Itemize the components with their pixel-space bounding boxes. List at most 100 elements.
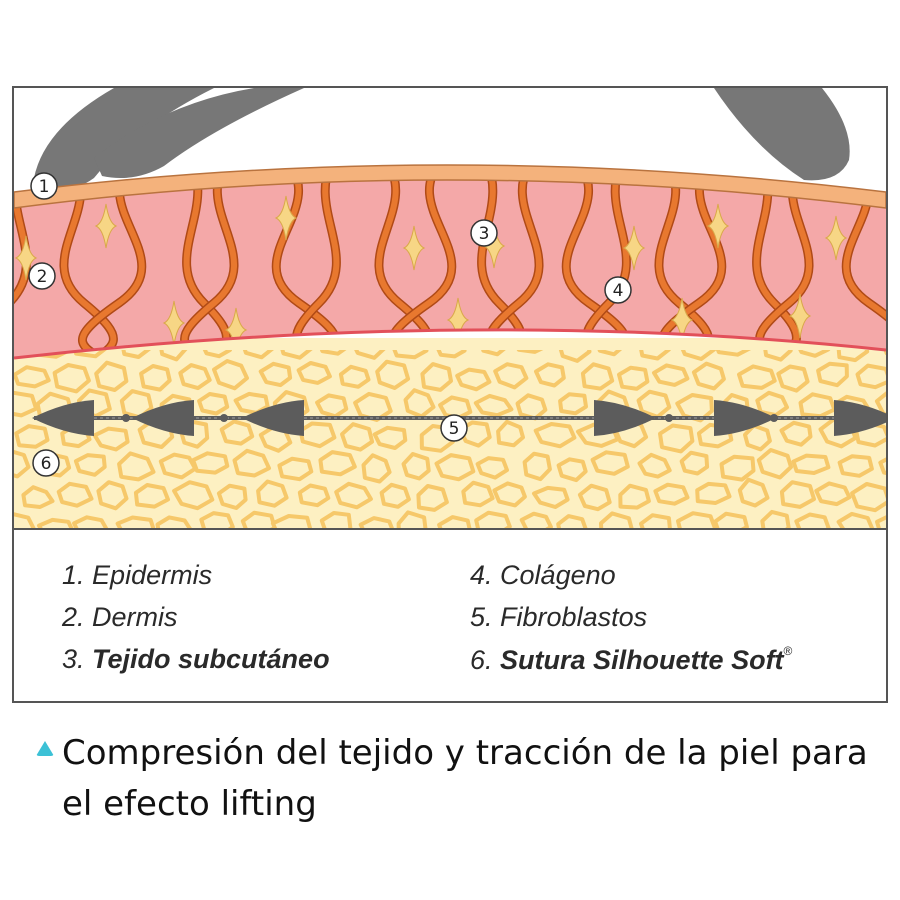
fat-cell	[318, 450, 357, 477]
fibroblast-cell	[824, 215, 848, 261]
callout-circle	[470, 219, 498, 247]
suture-knot	[770, 414, 778, 422]
subcutaneous-layer	[14, 338, 886, 528]
fat-cell	[212, 359, 249, 391]
fat-cell	[358, 516, 394, 528]
fat-cell	[117, 451, 156, 482]
fat-cell	[159, 350, 188, 362]
legend: 1. Epidermis 2. Dermis 3. Tejido subcutá…	[14, 528, 886, 701]
fat-cell	[375, 359, 411, 390]
callout-number: 4	[613, 281, 624, 301]
fat-cell	[639, 350, 671, 361]
fat-cell	[115, 515, 156, 528]
fat-cell	[315, 393, 349, 419]
fat-cell	[533, 422, 577, 449]
registered-mark: ®	[783, 644, 793, 658]
fat-cell	[37, 517, 74, 528]
fat-cell	[737, 364, 777, 390]
fat-cell	[532, 485, 570, 509]
fibroblast-cell	[788, 293, 812, 339]
fat-cell	[599, 511, 634, 528]
fat-cell	[874, 391, 886, 417]
fat-cell	[675, 393, 714, 423]
fibroblast-cell	[274, 195, 298, 241]
fat-cell	[558, 392, 588, 416]
fat-cell	[474, 510, 512, 528]
fat-cell	[658, 423, 695, 454]
fat-cell	[72, 515, 109, 528]
fat-cell	[280, 350, 313, 360]
fat-cell	[473, 393, 514, 418]
fat-cell	[516, 350, 544, 354]
fat-cell	[158, 452, 198, 480]
fat-cell	[617, 365, 650, 391]
fat-cell	[713, 511, 749, 528]
fat-cell	[637, 452, 672, 479]
fat-cell	[556, 457, 588, 483]
fat-cell	[679, 450, 710, 476]
fat-cell	[14, 424, 50, 449]
fat-cell	[779, 480, 816, 509]
fibroblast-cell	[402, 225, 426, 271]
caption-text: Compresión del tejido y tracción de la p…	[62, 733, 868, 824]
fat-cell	[580, 362, 615, 391]
fat-cell	[850, 482, 886, 513]
suture-cone	[834, 400, 886, 436]
fat-cell	[836, 350, 870, 363]
fat-cell	[737, 477, 770, 508]
fat-cell	[14, 390, 39, 418]
fat-cell	[763, 350, 793, 362]
suture-cone	[714, 400, 776, 436]
fat-cell	[401, 452, 431, 481]
fat-cell	[94, 360, 129, 392]
fat-cell	[680, 350, 717, 361]
fat-cell	[216, 483, 248, 510]
fat-cell	[855, 363, 886, 390]
fat-cell	[338, 364, 371, 389]
fat-cell	[396, 510, 428, 528]
fat-cell	[493, 362, 529, 390]
fat-cell	[298, 421, 337, 449]
fibroblast-cell	[14, 235, 38, 281]
fat-cell	[436, 350, 467, 359]
fat-cell	[219, 419, 255, 446]
fat-cell	[403, 388, 436, 419]
callout-circle	[32, 449, 60, 477]
caption-bullet-icon	[36, 741, 54, 756]
fat-cell	[172, 480, 215, 511]
fat-cell	[814, 481, 852, 507]
fat-cell	[878, 457, 886, 475]
callout-circle	[604, 276, 632, 304]
fat-cell	[256, 479, 289, 508]
legend-item-fibroblasts: 5. Fibroblastos	[470, 602, 648, 632]
fat-cell	[191, 451, 230, 475]
fat-cell	[798, 392, 837, 419]
fat-cell	[14, 449, 31, 479]
fat-cell	[240, 510, 277, 528]
fat-cell	[652, 363, 690, 387]
callout-number: 3	[479, 224, 490, 244]
fat-cell	[794, 512, 831, 528]
fat-cell	[242, 350, 274, 360]
fat-cell	[392, 350, 429, 360]
fat-cell	[776, 364, 810, 393]
fat-cell	[133, 483, 170, 509]
fat-cell	[691, 361, 726, 391]
fat-cell	[534, 362, 566, 388]
fat-cell	[522, 451, 552, 482]
fat-cell	[92, 426, 130, 452]
fat-cell	[791, 453, 831, 475]
fat-cell	[475, 456, 509, 480]
legend-item-suture: 6. Sutura Silhouette Soft®	[470, 644, 793, 675]
fat-cell	[73, 453, 107, 477]
fat-cell	[334, 481, 373, 510]
fat-cell	[719, 454, 756, 482]
fat-cell	[277, 456, 314, 482]
suture-cone	[242, 400, 304, 436]
fat-cell	[121, 350, 151, 359]
fat-cell	[461, 480, 495, 508]
fat-cell	[743, 423, 772, 452]
fat-cell	[639, 513, 672, 528]
fat-cell	[372, 425, 408, 450]
